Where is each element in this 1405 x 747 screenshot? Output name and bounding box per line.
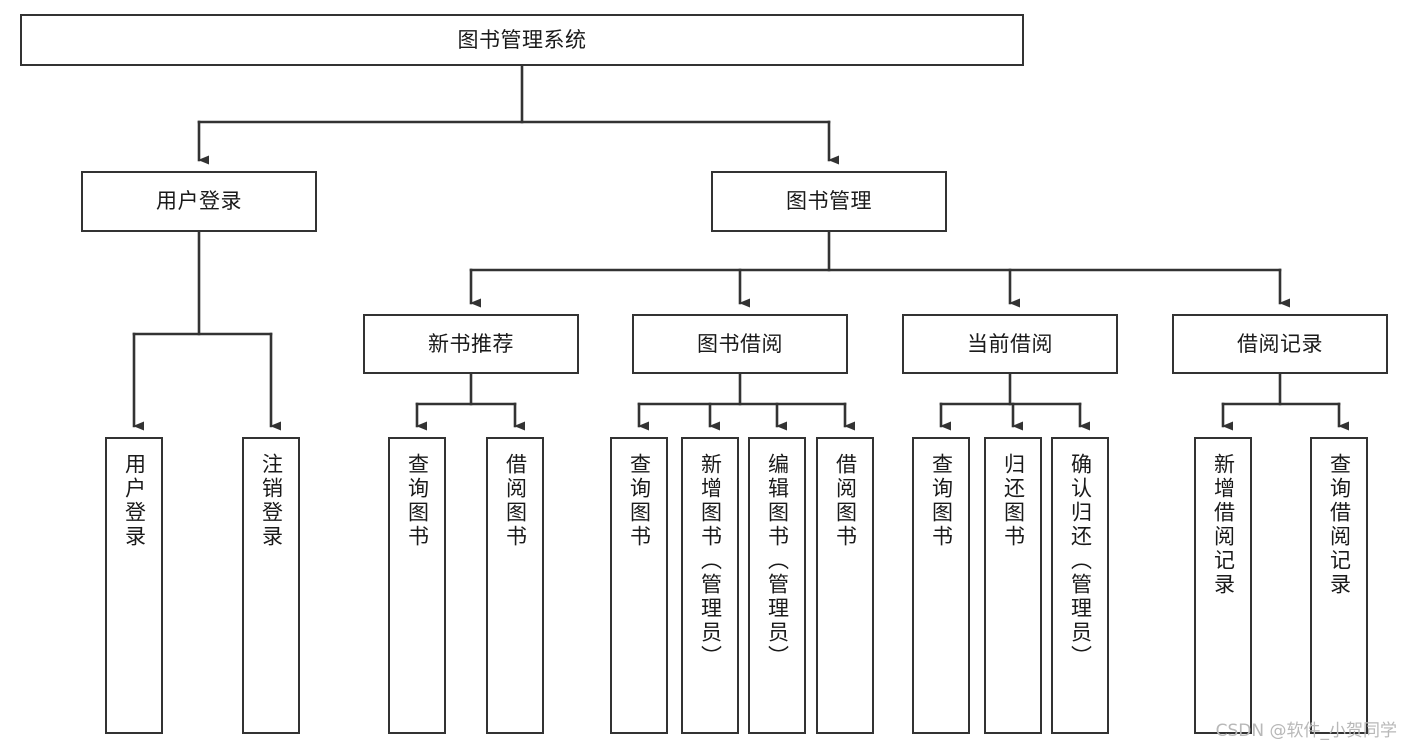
node-user-login-label: 用户登录	[156, 189, 242, 214]
node-current-borrow-label: 当前借阅	[967, 331, 1053, 356]
node-leaf-borrow-query-book-label: 查询图书	[627, 453, 652, 549]
node-leaf-recommend-borrow-book[interactable]: 借阅图书	[486, 437, 544, 734]
connector-lines	[132, 64, 1349, 431]
node-new-book-recommend[interactable]: 新书推荐	[363, 314, 579, 374]
node-leaf-current-confirm-return[interactable]: 确认归还（管理员）	[1051, 437, 1109, 734]
node-current-borrow[interactable]: 当前借阅	[902, 314, 1118, 374]
node-book-borrow-label: 图书借阅	[697, 331, 783, 356]
node-leaf-current-return-book[interactable]: 归还图书	[984, 437, 1042, 734]
node-leaf-record-query-label: 查询借阅记录	[1327, 453, 1352, 597]
node-leaf-borrow-add-book[interactable]: 新增图书（管理员）	[681, 437, 739, 734]
node-leaf-borrow-add-book-label: 新增图书（管理员）	[698, 453, 723, 669]
node-leaf-borrow-query-book[interactable]: 查询图书	[610, 437, 668, 734]
node-leaf-record-query[interactable]: 查询借阅记录	[1310, 437, 1368, 734]
node-leaf-current-query-book-label: 查询图书	[929, 453, 954, 549]
node-root-label: 图书管理系统	[457, 27, 587, 52]
node-root[interactable]: 图书管理系统	[20, 14, 1024, 66]
node-leaf-user-logout-label: 注销登录	[259, 453, 284, 549]
node-new-book-recommend-label: 新书推荐	[428, 331, 514, 356]
node-leaf-user-login-label: 用户登录	[122, 453, 147, 549]
node-borrow-record-label: 借阅记录	[1237, 331, 1323, 356]
node-book-manage[interactable]: 图书管理	[711, 171, 947, 232]
node-book-borrow[interactable]: 图书借阅	[632, 314, 848, 374]
node-leaf-borrow-edit-book[interactable]: 编辑图书（管理员）	[748, 437, 806, 734]
node-leaf-borrow-edit-book-label: 编辑图书（管理员）	[765, 453, 790, 669]
node-leaf-recommend-borrow-book-label: 借阅图书	[503, 453, 528, 549]
node-leaf-borrow-borrow-book-label: 借阅图书	[833, 453, 858, 549]
node-leaf-current-query-book[interactable]: 查询图书	[912, 437, 970, 734]
node-leaf-user-logout[interactable]: 注销登录	[242, 437, 300, 734]
node-leaf-recommend-query-book-label: 查询图书	[405, 453, 430, 549]
node-leaf-current-return-book-label: 归还图书	[1001, 453, 1026, 549]
node-borrow-record[interactable]: 借阅记录	[1172, 314, 1388, 374]
node-leaf-recommend-query-book[interactable]: 查询图书	[388, 437, 446, 734]
node-leaf-record-add[interactable]: 新增借阅记录	[1194, 437, 1252, 734]
node-leaf-current-confirm-return-label: 确认归还（管理员）	[1068, 453, 1093, 669]
node-user-login[interactable]: 用户登录	[81, 171, 317, 232]
node-leaf-record-add-label: 新增借阅记录	[1211, 453, 1236, 597]
node-book-manage-label: 图书管理	[786, 189, 872, 214]
node-leaf-borrow-borrow-book[interactable]: 借阅图书	[816, 437, 874, 734]
node-leaf-user-login[interactable]: 用户登录	[105, 437, 163, 734]
